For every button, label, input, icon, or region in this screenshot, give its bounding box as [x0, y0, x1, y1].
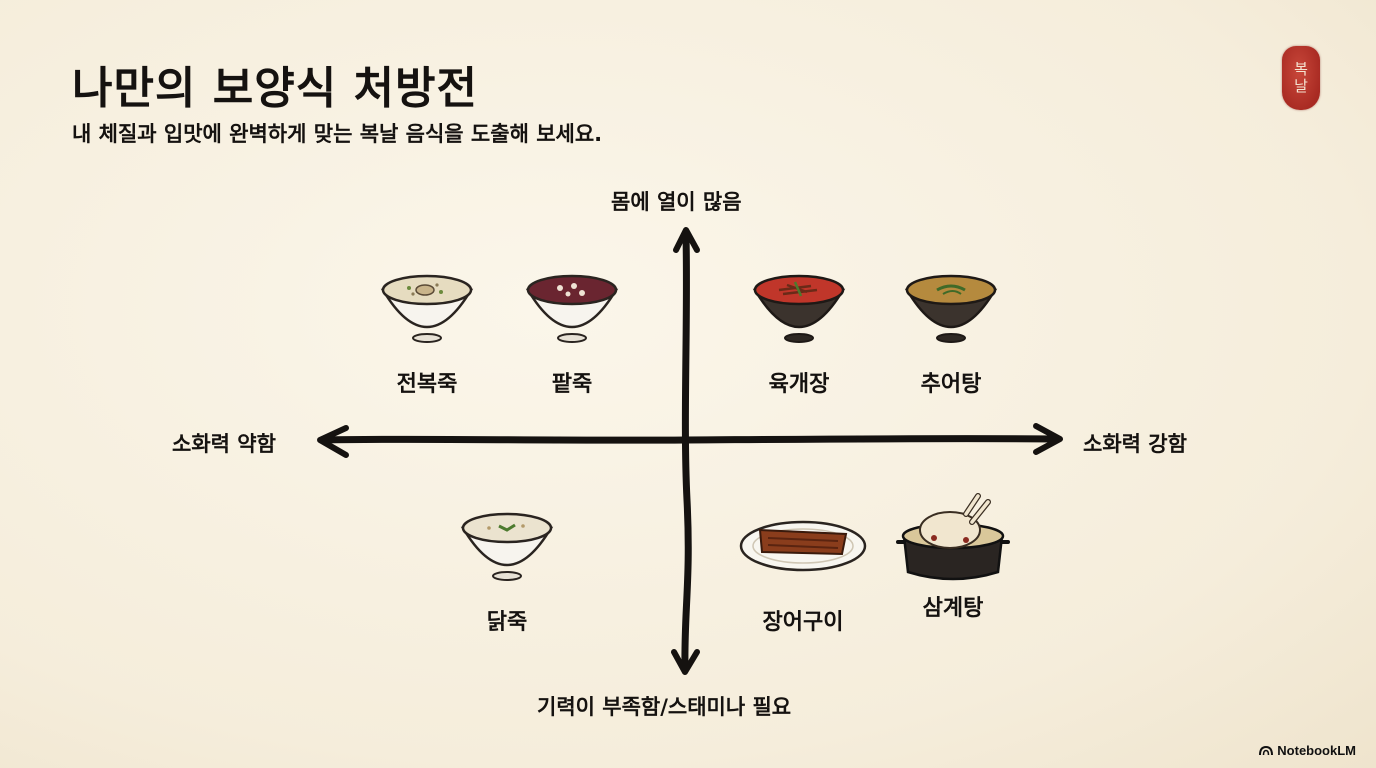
left-arrowhead — [317, 425, 349, 458]
page-title: 나만의 보양식 처방전 — [72, 63, 478, 114]
red-bean-porridge-bowl-icon — [525, 274, 619, 343]
axis-label-left: 소화력 약함 — [172, 432, 276, 456]
brand-label: NotebookLM — [1277, 743, 1356, 758]
food-label: 전복죽 — [396, 372, 458, 397]
page-subtitle: 내 체질과 입맛에 완벽하게 맞는 복날 음식을 도출해 보세요. — [72, 122, 603, 146]
loach-soup-bowl-icon — [904, 274, 998, 343]
notebooklm-logo-icon — [1259, 745, 1274, 756]
seal-char-1: 복 — [1294, 60, 1308, 78]
food-item-grilled-eel: 장어구이 — [738, 506, 868, 636]
seal-stamp-icon: 복 날 — [1282, 46, 1320, 110]
vertical-axis-line — [681, 232, 692, 672]
food-item-red-bean-porridge: 팥죽 — [507, 268, 637, 398]
food-item-spicy-beef-soup: 육개장 — [734, 268, 864, 398]
grilled-eel-plate-icon — [739, 520, 867, 572]
food-label: 장어구이 — [762, 610, 844, 635]
food-label: 삼계탕 — [922, 596, 984, 621]
up-arrowhead — [673, 227, 700, 253]
food-label: 팥죽 — [551, 372, 593, 397]
food-item-ginseng-chicken-soup: 삼계탕 — [888, 492, 1018, 622]
ginseng-chicken-soup-pot-icon — [896, 493, 1010, 581]
seal-char-2: 날 — [1294, 77, 1308, 95]
food-item-abalone-porridge: 전복죽 — [362, 268, 492, 398]
horizontal-axis-line — [318, 435, 1062, 444]
food-label: 육개장 — [768, 372, 830, 397]
food-label: 추어탕 — [920, 372, 982, 397]
axis-label-bottom: 기력이 부족함/스태미나 필요 — [537, 695, 792, 719]
abalone-porridge-bowl-icon — [380, 274, 474, 343]
chicken-porridge-bowl-icon — [460, 512, 554, 581]
axis-label-right: 소화력 강함 — [1083, 432, 1187, 456]
food-item-chicken-porridge: 닭죽 — [442, 506, 572, 636]
spicy-beef-soup-bowl-icon — [752, 274, 846, 343]
down-arrowhead — [671, 649, 700, 675]
food-label: 닭죽 — [486, 610, 528, 635]
brand-watermark: NotebookLM — [1259, 743, 1356, 758]
right-arrowhead — [1033, 423, 1063, 455]
food-item-loach-soup: 추어탕 — [886, 268, 1016, 398]
axis-label-top: 몸에 열이 많음 — [611, 190, 742, 214]
